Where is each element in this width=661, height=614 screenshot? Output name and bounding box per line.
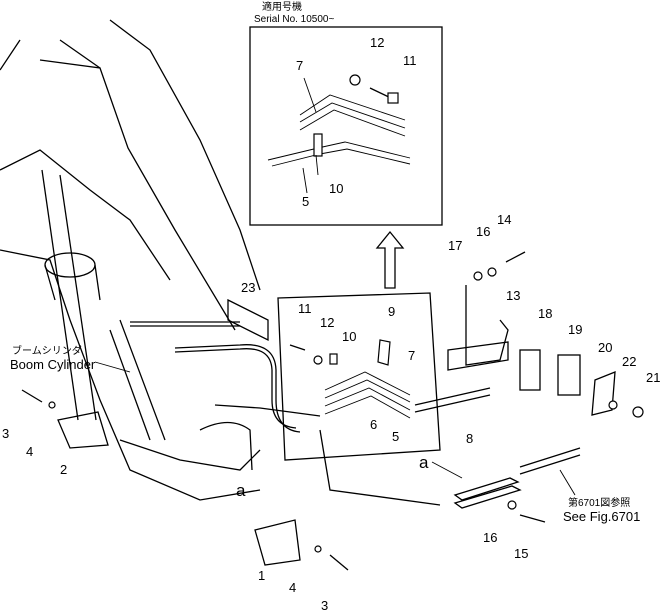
clamp-parts bbox=[447, 251, 644, 418]
boom-outline bbox=[0, 19, 269, 501]
part-label: 16 bbox=[483, 530, 497, 545]
inset-label-10: 10 bbox=[329, 181, 343, 196]
inset-frame bbox=[249, 26, 443, 226]
part-label: 4 bbox=[26, 444, 33, 459]
part-label: 19 bbox=[568, 322, 582, 337]
hoses bbox=[130, 321, 441, 506]
inset-label-12: 12 bbox=[370, 35, 384, 50]
part-label: 4 bbox=[289, 580, 296, 595]
inset-label-7: 7 bbox=[296, 58, 303, 73]
part-label: 23 bbox=[241, 280, 255, 295]
part-label: 15 bbox=[514, 546, 528, 561]
ref-a-right: a bbox=[419, 453, 429, 472]
ref-a-left: a bbox=[236, 481, 246, 500]
part-label: 22 bbox=[622, 354, 636, 369]
part-label: 1 bbox=[258, 568, 265, 583]
part-label: 5 bbox=[392, 429, 399, 444]
lower-brackets bbox=[21, 389, 349, 571]
part-labels: 23 11 12 10 9 7 6 5 17 16 14 13 18 19 20… bbox=[2, 212, 660, 613]
pipe-group-lower bbox=[453, 447, 581, 523]
part-label: 2 bbox=[60, 462, 67, 477]
pipe-group-main bbox=[277, 292, 491, 461]
part-label: 3 bbox=[2, 426, 9, 441]
part-label: 11 bbox=[298, 301, 312, 316]
part-label: 8 bbox=[466, 431, 473, 446]
see-fig-label-jp: 第6701図参照 bbox=[568, 496, 630, 509]
part-label: 17 bbox=[448, 238, 462, 253]
part-label: 12 bbox=[320, 315, 334, 330]
part-label: 16 bbox=[476, 224, 490, 239]
see-fig-label-en: See Fig.6701 bbox=[563, 509, 640, 524]
boom-cylinder-label-jp: ブームシリンダ bbox=[12, 344, 82, 357]
part-label: 6 bbox=[370, 417, 377, 432]
part-label: 21 bbox=[646, 370, 660, 385]
callouts: ブームシリンダ Boom Cylinder 第6701図参照 See Fig.6… bbox=[10, 344, 640, 524]
up-arrow bbox=[375, 230, 405, 289]
part-label: 13 bbox=[506, 288, 520, 303]
part-label: 14 bbox=[497, 212, 511, 227]
inset-label-11: 11 bbox=[403, 53, 417, 68]
part-label: 10 bbox=[342, 329, 356, 344]
part-label: 18 bbox=[538, 306, 552, 321]
inset-serial-jp: 適用号機 bbox=[262, 0, 302, 13]
inset-detail: 適用号機 Serial No. 10500~ 12 11 7 10 5 bbox=[249, 0, 443, 226]
inset-label-5: 5 bbox=[302, 194, 309, 209]
part-label: 9 bbox=[388, 304, 395, 319]
boom-cylinder-label-en: Boom Cylinder bbox=[10, 357, 96, 372]
inset-serial-en: Serial No. 10500~ bbox=[254, 14, 334, 25]
part-label: 3 bbox=[321, 598, 328, 613]
part-label: 20 bbox=[598, 340, 612, 355]
part-label: 7 bbox=[408, 348, 415, 363]
